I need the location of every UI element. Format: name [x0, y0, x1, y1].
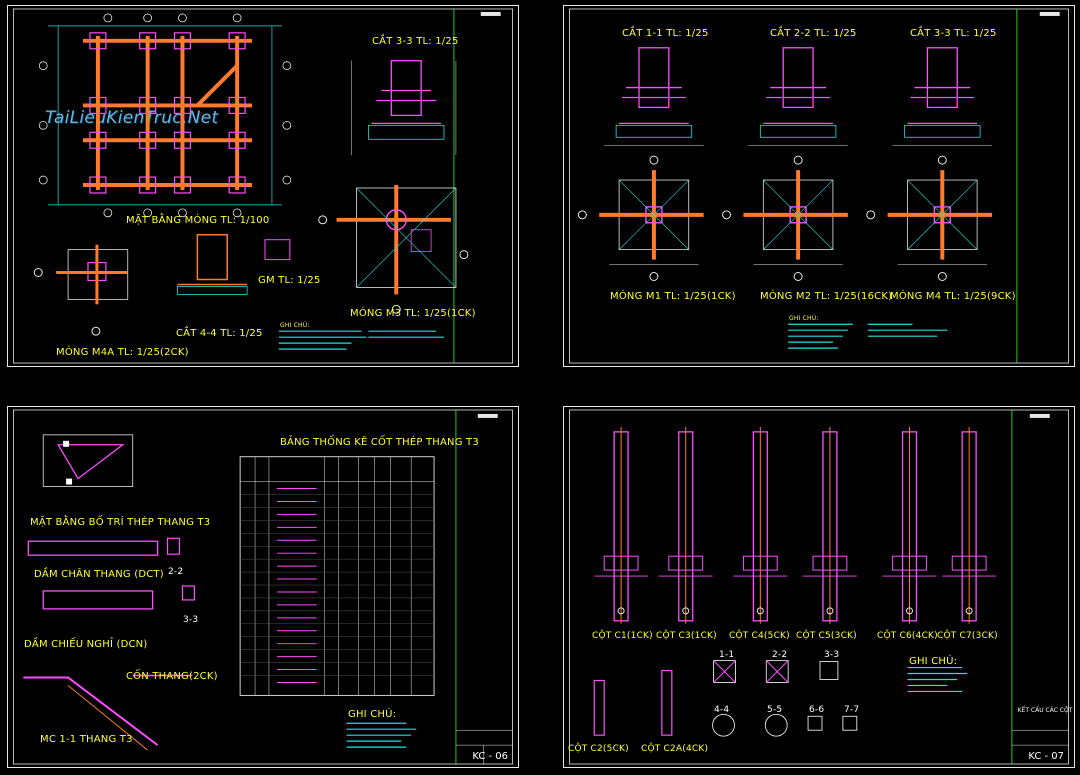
label-cot-c3: CỘT C3(1CK) — [656, 631, 717, 641]
label-sec-2-2: 2-2 — [772, 650, 788, 660]
label-cot-c7: CỘT C7(3CK) — [937, 631, 998, 641]
label-sec-5-5: 5-5 — [767, 705, 783, 715]
label-cot-c1: CỘT C1(1CK) — [592, 631, 653, 641]
label-section-2-2: 2-2 — [168, 567, 184, 577]
label-ghi-chu-1: GHI CHÚ: — [280, 322, 310, 329]
label-mc-1-1: MC 1-1 THANG T3 — [40, 734, 133, 745]
sheet2-drawing — [568, 8, 1070, 364]
label-cot-c2: CỘT C2(5CK) — [568, 744, 629, 754]
sheet1-drawing — [12, 8, 514, 364]
label-mong-m3: MÓNG M3 TL: 1/25(1CK) — [350, 308, 476, 319]
label-cot-c6: CỘT C6(4CK) — [877, 631, 938, 641]
label-cat-3-3: CẮT 3-3 TL: 1/25 — [372, 36, 459, 47]
label-sec-4-4: 4-4 — [714, 705, 730, 715]
label-cot-c4: CỘT C4(5CK) — [729, 631, 790, 641]
label-mong-m4a: MÓNG M4A TL: 1/25(2CK) — [56, 347, 189, 358]
label-mat-bang-mong: MẶT BẰNG MÓNG TL: 1/100 — [126, 215, 270, 226]
sheet-code-kc07: KC - 07 — [1028, 751, 1064, 762]
drawing-sheet-foundation-plan: MẶT BẰNG MÓNG TL: 1/100 CẮT 3-3 TL: 1/25… — [7, 5, 519, 367]
label-dam-chieu-nghi: DẦM CHIẾU NGHỈ (DCN) — [24, 639, 148, 650]
drawing-sheet-foundations: CẮT 1-1 TL: 1/25 CẮT 2-2 TL: 1/25 CẮT 3-… — [563, 5, 1075, 367]
label-ghi-chu-3: GHI CHÚ: — [348, 709, 397, 720]
label-cat-2-2: CẮT 2-2 TL: 1/25 — [770, 28, 857, 39]
sheet-code-kc06: KC - 06 — [472, 751, 508, 762]
label-sec-6-6: 6-6 — [809, 705, 825, 715]
label-mong-m1: MÓNG M1 TL: 1/25(1CK) — [610, 291, 736, 302]
label-cat-1-1: CẮT 1-1 TL: 1/25 — [622, 28, 709, 39]
label-sec-1-1: 1-1 — [719, 650, 735, 660]
label-con-thang: CỐN THANG(2CK) — [126, 671, 218, 682]
drawing-sheet-stair: BẢNG THỐNG KÊ CỐT THÉP THANG T3 MẶT BẰNG… — [7, 406, 519, 768]
drawing-sheet-columns: CỘT C1(1CK) CỘT C3(1CK) CỘT C4(5CK) CỘT … — [563, 406, 1075, 768]
label-mat-bang-thep: MẶT BẰNG BỐ TRÍ THÉP THANG T3 — [30, 517, 211, 528]
label-ghi-chu-2: GHI CHÚ: — [789, 315, 819, 322]
label-ghi-chu-4: GHI CHÚ: — [909, 656, 958, 667]
label-mong-m4: MÓNG M4 TL: 1/25(9CK) — [890, 291, 1016, 302]
label-sec-3-3: 3-3 — [824, 650, 840, 660]
label-cat-3-3-b: CẮT 3-3 TL: 1/25 — [910, 28, 997, 39]
sheet3-drawing — [12, 409, 514, 765]
label-cot-c5: CỘT C5(3CK) — [796, 631, 857, 641]
label-gm: GM TL: 1/25 — [258, 275, 321, 286]
label-section-3-3: 3-3 — [183, 615, 199, 625]
label-cat-4-4: CẮT 4-4 TL: 1/25 — [176, 328, 263, 339]
sheet4-drawing — [568, 409, 1070, 765]
label-cot-c2a: CỘT C2A(4CK) — [641, 744, 709, 754]
label-mong-m2: MÓNG M2 TL: 1/25(16CK) — [760, 291, 893, 302]
title-block-ket-cau: KẾT CẤU CÁC CỘT — [1017, 707, 1073, 714]
label-bang-thong-ke: BẢNG THỐNG KÊ CỐT THÉP THANG T3 — [280, 437, 479, 448]
label-dam-chan-thang: DẦM CHÂN THANG (DCT) — [34, 569, 164, 580]
label-sec-7-7: 7-7 — [844, 705, 860, 715]
